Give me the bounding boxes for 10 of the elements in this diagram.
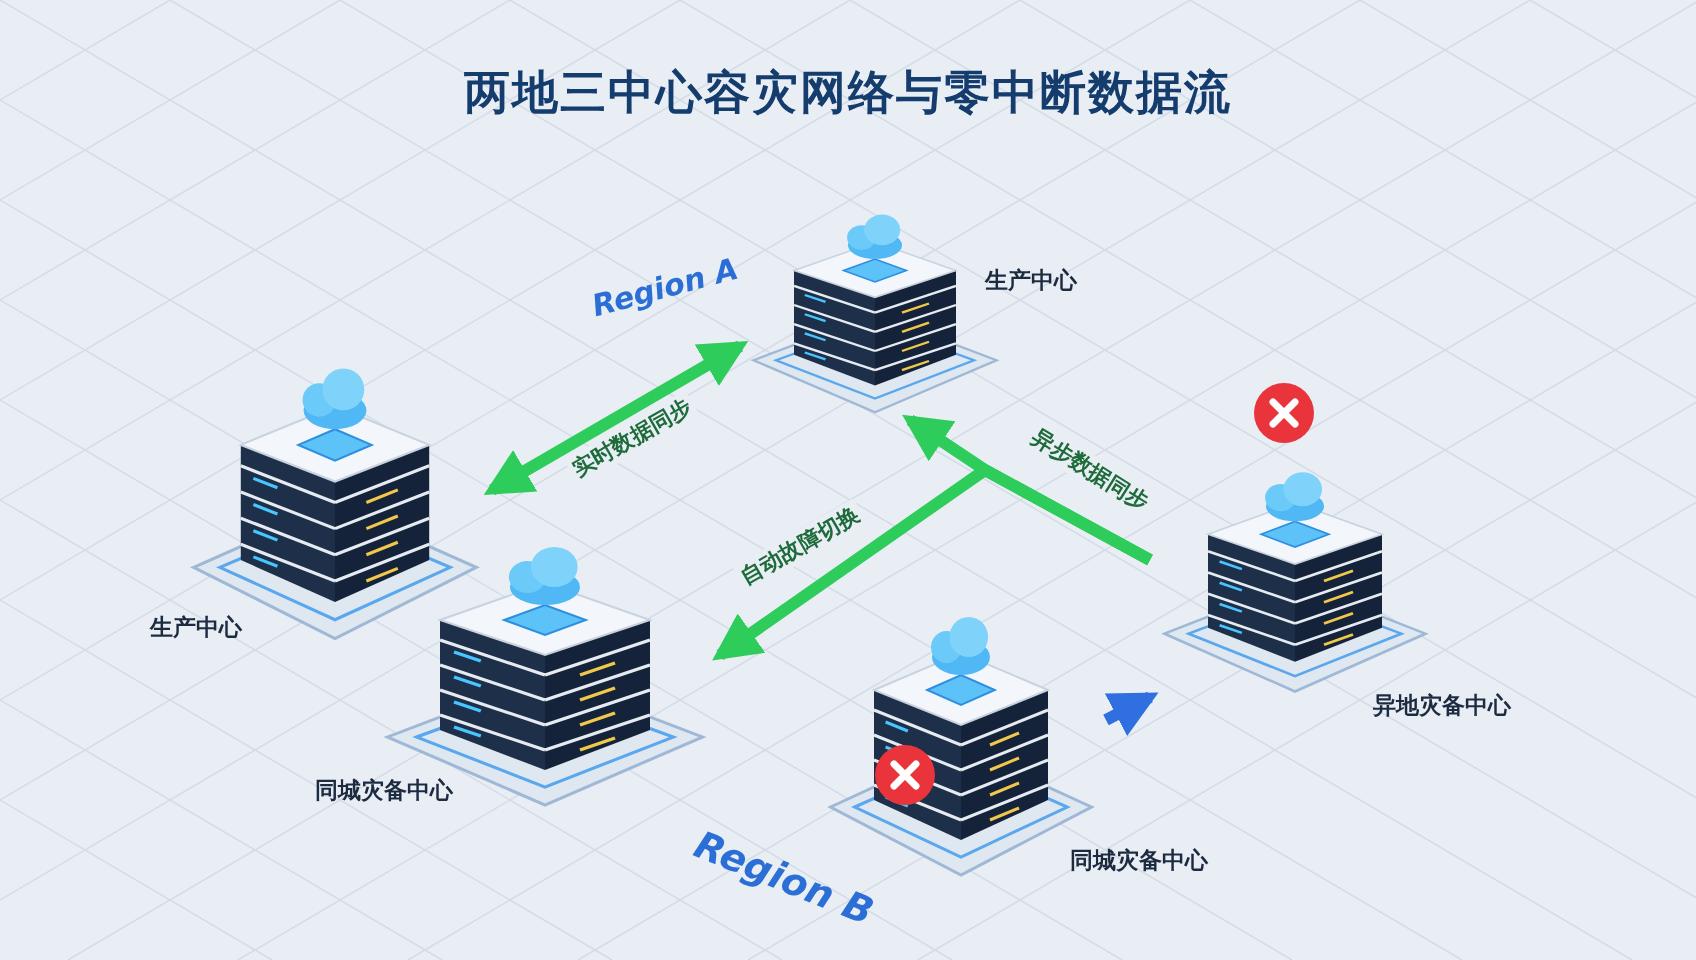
arrow xyxy=(1103,691,1159,736)
arrow xyxy=(712,464,1153,661)
node-label: 异地灾备中心 xyxy=(1373,691,1511,720)
title: 两地三中心容灾网络与零中断数据流 xyxy=(463,64,1233,121)
node-label: 同城灾备中心 xyxy=(315,776,453,805)
node-label: 同城灾备中心 xyxy=(1070,846,1208,875)
node-label: 生产中心 xyxy=(985,266,1077,295)
arrow xyxy=(483,340,749,496)
region-label: Region A xyxy=(588,250,742,324)
node-label: 生产中心 xyxy=(150,613,242,642)
